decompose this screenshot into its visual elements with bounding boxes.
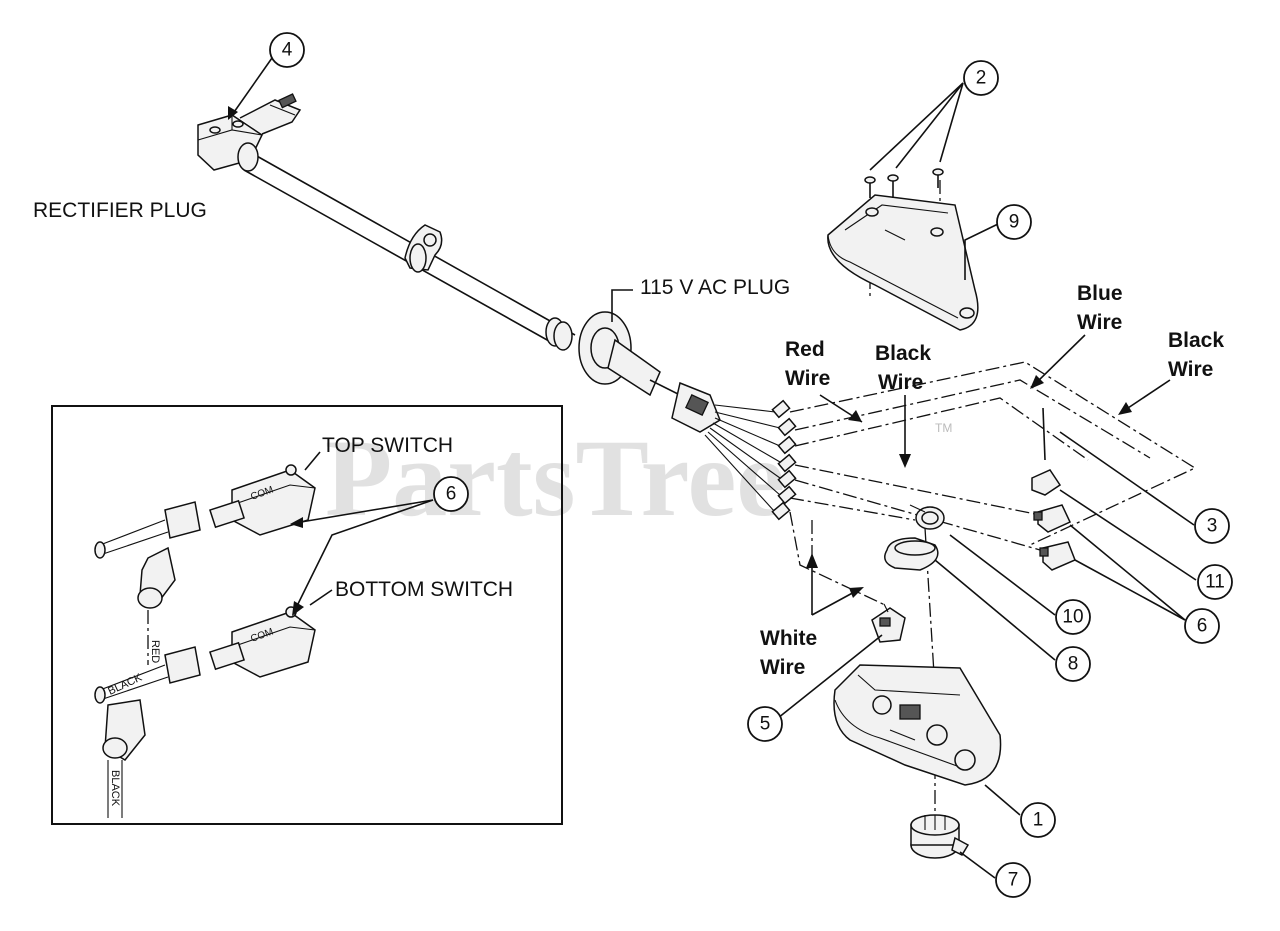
- top-switch-label: TOP SWITCH: [322, 434, 453, 457]
- base-housing: [833, 664, 1002, 786]
- spring: [909, 504, 945, 530]
- bottom-switch-label: BOTTOM SWITCH: [335, 578, 513, 601]
- callout-2-number: 2: [976, 68, 987, 89]
- callout-6-right-number: 6: [1197, 616, 1208, 637]
- callout-11-number: 11: [1205, 572, 1225, 593]
- callout-4-number: 4: [282, 40, 293, 61]
- watermark-trademark: TM: [935, 421, 952, 435]
- blue-wire-label-2: Wire: [1077, 311, 1122, 334]
- callout-2: 2: [963, 60, 999, 96]
- top-cover: [827, 194, 979, 331]
- callout-6-right: 6: [1184, 608, 1220, 644]
- knob: [910, 814, 970, 859]
- white-wire-label-2: Wire: [760, 656, 805, 679]
- ac-plug-label: 115 V AC PLUG: [640, 276, 790, 299]
- callout-6-inset: 6: [433, 476, 469, 512]
- red-wire-tag: RED: [149, 640, 161, 663]
- red-wire-label-1: Red: [785, 338, 825, 361]
- right-switches: [1031, 407, 1076, 571]
- callout-7: 7: [995, 862, 1031, 898]
- switch-5: [871, 603, 906, 643]
- clamp: [884, 537, 939, 571]
- callout-4: 4: [269, 32, 305, 68]
- blue-wire-label-1: Blue: [1077, 282, 1123, 305]
- callout-5: 5: [747, 706, 783, 742]
- wire-arrows: [806, 334, 1171, 616]
- cable-harness: [197, 93, 797, 521]
- callout-3-number: 3: [1207, 516, 1218, 537]
- white-wire-label-1: White: [760, 627, 817, 650]
- watermark: PartsTree: [325, 417, 785, 539]
- leader-lines: [228, 57, 1197, 879]
- callout-8: 8: [1055, 646, 1091, 682]
- callout-8-number: 8: [1068, 654, 1079, 675]
- black-wire-right-label-2: Wire: [1168, 358, 1213, 381]
- black-wire-label-2: Wire: [878, 371, 923, 394]
- black-wire-right-label-1: Black: [1168, 329, 1224, 352]
- red-wire-label-2: Wire: [785, 367, 830, 390]
- callout-9-number: 9: [1009, 212, 1020, 233]
- callout-5-number: 5: [760, 714, 771, 735]
- callout-6-inset-number: 6: [446, 484, 457, 505]
- black-wire-label-1: Black: [875, 342, 931, 365]
- callout-7-number: 7: [1008, 870, 1019, 891]
- callout-9: 9: [996, 204, 1032, 240]
- screws: [864, 168, 944, 198]
- black-wire-tag-lower: BLACK: [109, 770, 121, 807]
- black-wire-tag-upper: BLACK: [106, 671, 144, 697]
- callout-3: 3: [1194, 508, 1230, 544]
- callout-11: 11: [1197, 564, 1233, 600]
- callout-10-number: 10: [1062, 607, 1083, 628]
- switch-detail-inset: RED BLACK BLACK COM COM: [51, 405, 563, 825]
- callout-10: 10: [1055, 599, 1091, 635]
- callout-1-number: 1: [1033, 810, 1044, 831]
- callout-1: 1: [1020, 802, 1056, 838]
- rectifier-plug-label: RECTIFIER PLUG: [33, 199, 207, 222]
